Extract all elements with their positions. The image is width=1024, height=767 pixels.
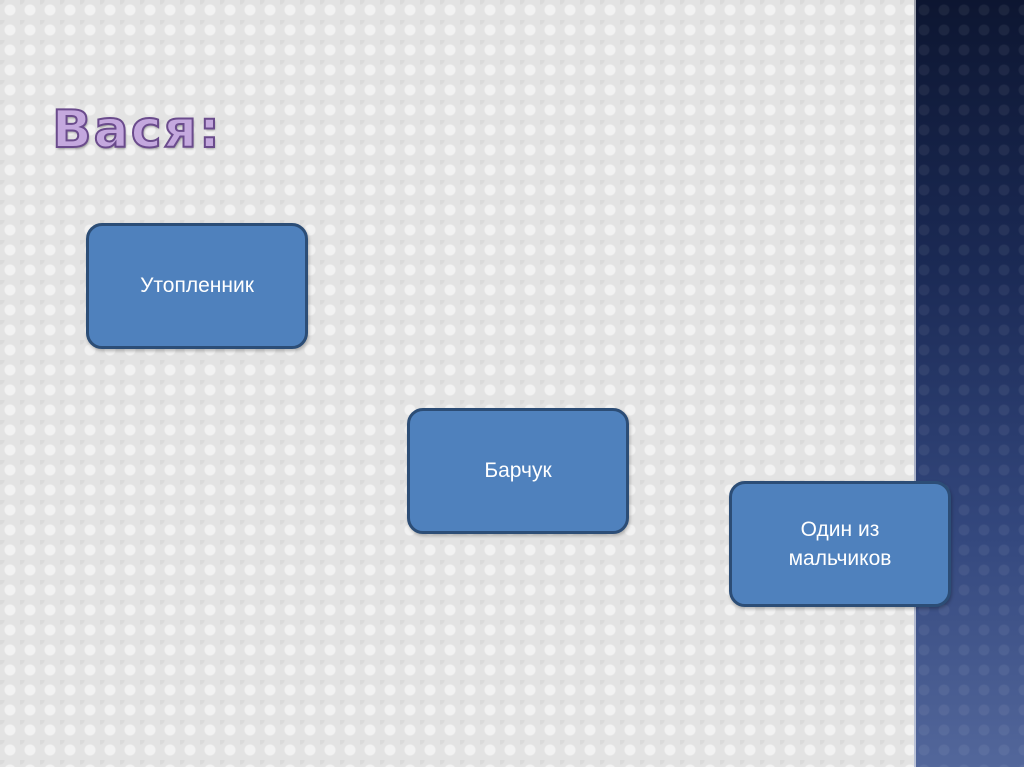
slide-title: Вася: [51, 100, 222, 160]
diagram-node-label: Барчук [484, 459, 552, 483]
slide-background [0, 0, 914, 767]
side-decorative-panel [914, 0, 1024, 767]
diagram-node-label: Утопленник [140, 274, 254, 298]
diagram-node-barchuk[interactable]: Барчук [407, 408, 629, 534]
diagram-node-one-of-boys[interactable]: Один из мальчиков [729, 481, 951, 607]
diagram-node-drowned[interactable]: Утопленник [86, 223, 308, 349]
diagram-node-label: Один из мальчиков [788, 517, 892, 570]
